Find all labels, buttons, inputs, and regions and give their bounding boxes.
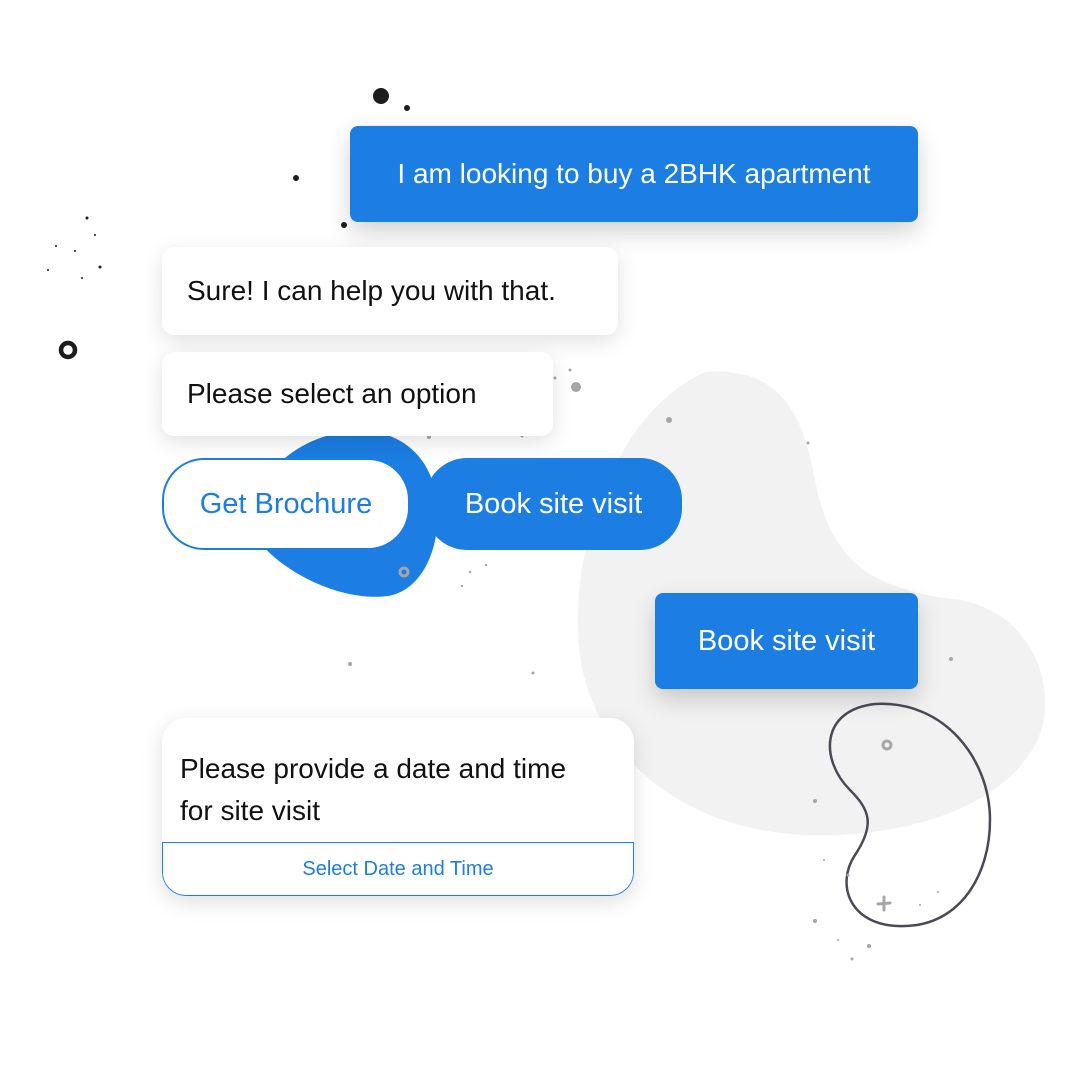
date-time-request-card: Please provide a date and time for site … [162, 718, 634, 896]
bot-prompt-text: Please select an option [187, 378, 477, 409]
bot-message-text: Sure! I can help you with that. [187, 275, 556, 306]
card-message-line-1: Please provide a date and time [180, 753, 567, 784]
get-brochure-button[interactable]: Get Brochure [162, 458, 410, 550]
book-site-visit-button[interactable]: Book site visit [425, 458, 682, 550]
user-message-bubble: I am looking to buy a 2BHK apartment [350, 126, 918, 222]
outline-blob [828, 702, 992, 928]
user-reply-bubble: Book site visit [655, 593, 918, 689]
user-message-text: I am looking to buy a 2BHK apartment [397, 158, 871, 189]
book-site-visit-label: Book site visit [464, 487, 643, 520]
select-date-time-button[interactable]: Select Date and Time [162, 842, 634, 896]
bot-prompt-bubble: Please select an option [162, 352, 553, 436]
select-date-time-label: Select Date and Time [302, 857, 494, 880]
card-message: Please provide a date and time for site … [162, 718, 634, 842]
bot-message-bubble: Sure! I can help you with that. [162, 247, 618, 335]
card-message-line-2: for site visit [180, 795, 321, 826]
user-reply-text: Book site visit [697, 624, 876, 657]
get-brochure-label: Get Brochure [199, 487, 373, 520]
